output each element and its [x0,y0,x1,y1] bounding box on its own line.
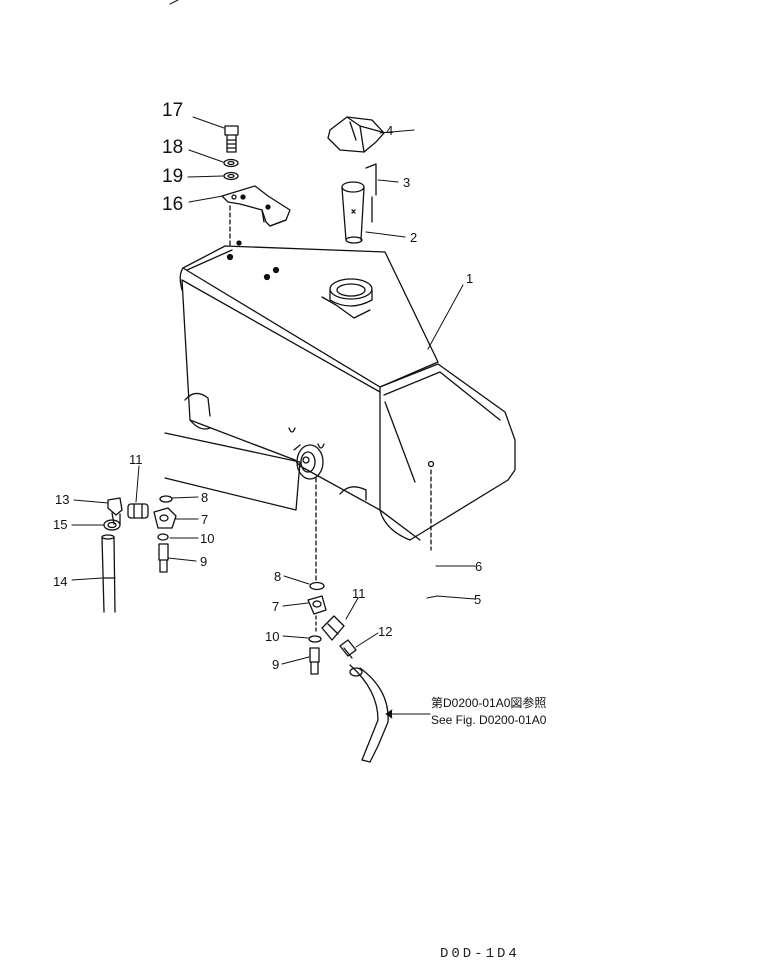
left-fittings [101,495,177,613]
callout-10-center: 10 [265,629,280,644]
callout-19: 19 [162,166,184,187]
center-fittings [307,477,389,763]
fuel-tank [164,240,516,551]
strainer [341,181,365,244]
callout-7-left: 7 [201,512,209,527]
bracket-washer [223,158,239,181]
callout-18: 18 [162,137,184,158]
callout-2: 2 [410,230,418,245]
callout-5: 5 [474,592,482,607]
callout-11-center: 11 [352,586,366,601]
callout-7-center: 7 [272,599,280,614]
callout-14: 14 [53,574,68,589]
reference-japanese: 第D0200-01A0図参照 [431,696,547,710]
callout-1: 1 [466,271,474,286]
callout-3: 3 [403,175,411,190]
callout-4: 4 [386,123,394,138]
drawing-code: D0D-1D4 [440,946,520,960]
callout-9-center: 9 [272,657,280,672]
corner-mark [169,0,179,5]
filler-cap [327,116,385,153]
callout-16: 16 [162,194,184,215]
callout-12: 12 [378,624,393,639]
key [365,163,377,223]
callout-8-left: 8 [201,490,209,505]
bracket-bolt [224,125,239,153]
callout-10-left: 10 [200,531,215,546]
figure-reference-note: 第D0200-01A0図参照 See Fig. D0200-01A0 [431,697,546,731]
callout-11-left: 11 [129,452,143,467]
callout-15: 15 [53,517,68,532]
callout-13: 13 [55,492,70,507]
leader-lines [71,116,476,719]
callout-8-center: 8 [274,569,282,584]
reference-english: See Fig. D0200-01A0 [431,713,547,727]
callout-17: 17 [162,100,184,121]
mounting-bracket [221,185,291,247]
callout-6: 6 [475,559,483,574]
callout-9-left: 9 [200,554,208,569]
